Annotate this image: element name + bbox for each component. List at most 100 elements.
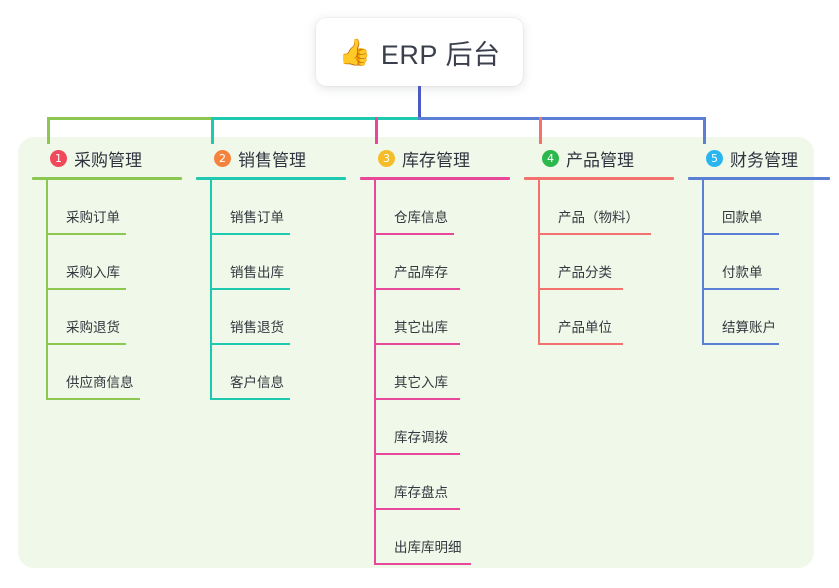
branch-title-3: 库存管理 <box>402 150 470 170</box>
leaf-underline <box>46 398 140 400</box>
diagram-panel <box>18 137 814 568</box>
root-node-card[interactable]: 👍 ERP 后台 <box>316 18 523 86</box>
leaf-item[interactable]: 库存调拨 <box>360 400 510 455</box>
branch-drop-3 <box>375 117 378 144</box>
leaf-underline <box>374 343 460 345</box>
branch-column-2: 2 销售管理销售订单销售出库销售退货客户信息 <box>196 145 346 400</box>
branch-badge-3: 3 <box>378 149 395 167</box>
leaf-underline <box>374 398 460 400</box>
branch-header-2[interactable]: 2 销售管理 <box>196 145 346 171</box>
branch-header-3[interactable]: 3 库存管理 <box>360 145 510 171</box>
leaf-label: 供应商信息 <box>66 375 134 390</box>
branch-badge-2: 2 <box>214 149 231 167</box>
leaf-item[interactable]: 仓库信息 <box>360 180 510 235</box>
leaf-label: 其它入库 <box>394 375 448 390</box>
branch-items-4: 产品（物料） 产品分类产品单位 <box>524 180 674 345</box>
leaf-label: 结算账户 <box>722 320 776 335</box>
branch-drop-4 <box>539 117 542 144</box>
leaf-underline <box>210 233 290 235</box>
leaf-item[interactable]: 销售退货 <box>196 290 346 345</box>
leaf-item[interactable]: 采购订单 <box>32 180 182 235</box>
leaf-item[interactable]: 客户信息 <box>196 345 346 400</box>
leaf-item[interactable]: 供应商信息 <box>32 345 182 400</box>
leaf-underline <box>702 233 779 235</box>
branch-badge-4: 4 <box>542 149 559 167</box>
leaf-item[interactable]: 产品分类 <box>524 235 674 290</box>
branch-drop-1 <box>47 117 50 144</box>
leaf-item[interactable]: 采购入库 <box>32 235 182 290</box>
branch-badge-5: 5 <box>706 149 723 167</box>
branch-spine-3 <box>374 180 376 565</box>
branch-spine-1 <box>46 180 48 400</box>
branch-underline-2 <box>196 177 346 180</box>
leaf-label: 采购退货 <box>66 320 120 335</box>
leaf-item[interactable]: 产品单位 <box>524 290 674 345</box>
leaf-label: 出库库明细 <box>394 540 462 555</box>
leaf-label: 销售出库 <box>230 265 284 280</box>
branch-title-4: 产品管理 <box>566 150 634 170</box>
branch-header-5[interactable]: 5 财务管理 <box>688 145 830 171</box>
leaf-underline <box>46 343 126 345</box>
leaf-label: 销售退货 <box>230 320 284 335</box>
leaf-label: 采购入库 <box>66 265 120 280</box>
leaf-item[interactable]: 产品（物料） <box>524 180 674 235</box>
leaf-label: 库存调拨 <box>394 430 448 445</box>
leaf-underline <box>210 343 290 345</box>
leaf-item[interactable]: 其它出库 <box>360 290 510 345</box>
leaf-underline <box>210 398 290 400</box>
root-node-title: ERP 后台 <box>380 39 501 70</box>
leaf-label: 客户信息 <box>230 375 284 390</box>
branch-items-5: 回款单付款单结算账户 <box>688 180 830 345</box>
branch-column-3: 3 库存管理仓库信息产品库存其它出库其它入库库存调拨库存盘点出库库明细 <box>360 145 510 565</box>
leaf-underline <box>538 288 623 290</box>
leaf-label: 其它出库 <box>394 320 448 335</box>
leaf-label: 产品分类 <box>558 265 612 280</box>
branch-items-2: 销售订单销售出库销售退货客户信息 <box>196 180 346 400</box>
leaf-item[interactable]: 付款单 <box>688 235 830 290</box>
leaf-label: 回款单 <box>722 210 763 225</box>
leaf-underline <box>538 343 623 345</box>
branch-column-1: 1 采购管理采购订单采购入库采购退货供应商信息 <box>32 145 182 400</box>
leaf-label: 产品单位 <box>558 320 612 335</box>
leaf-item[interactable]: 出库库明细 <box>360 510 510 565</box>
branch-header-4[interactable]: 4 产品管理 <box>524 145 674 171</box>
leaf-item[interactable]: 销售出库 <box>196 235 346 290</box>
thumbs-up-icon: 👍 <box>338 37 371 67</box>
leaf-underline <box>374 563 471 565</box>
leaf-item[interactable]: 回款单 <box>688 180 830 235</box>
hbar-segment-3 <box>418 117 706 120</box>
leaf-underline <box>210 288 290 290</box>
leaf-label: 产品库存 <box>394 265 448 280</box>
leaf-item[interactable]: 其它入库 <box>360 345 510 400</box>
leaf-label: 采购订单 <box>66 210 120 225</box>
leaf-label: 产品（物料） <box>558 210 639 225</box>
branch-title-2: 销售管理 <box>238 150 306 170</box>
leaf-label: 付款单 <box>722 265 763 280</box>
root-trunk-line <box>418 86 421 120</box>
leaf-label: 库存盘点 <box>394 485 448 500</box>
leaf-item[interactable]: 采购退货 <box>32 290 182 345</box>
leaf-underline <box>374 508 460 510</box>
leaf-item[interactable]: 库存盘点 <box>360 455 510 510</box>
leaf-underline <box>702 343 779 345</box>
branch-underline-1 <box>32 177 182 180</box>
leaf-item[interactable]: 产品库存 <box>360 235 510 290</box>
branch-title-5: 财务管理 <box>730 150 798 170</box>
leaf-underline <box>46 288 126 290</box>
leaf-label: 仓库信息 <box>394 210 448 225</box>
leaf-underline <box>374 453 460 455</box>
leaf-label: 销售订单 <box>230 210 284 225</box>
leaf-underline <box>702 288 779 290</box>
branch-underline-4 <box>524 177 674 180</box>
branch-header-1[interactable]: 1 采购管理 <box>32 145 182 171</box>
branch-spine-4 <box>538 180 540 345</box>
leaf-underline <box>538 233 651 235</box>
leaf-item[interactable]: 销售订单 <box>196 180 346 235</box>
branch-drop-5 <box>703 117 706 144</box>
branch-title-1: 采购管理 <box>74 150 142 170</box>
leaf-item[interactable]: 结算账户 <box>688 290 830 345</box>
branch-column-5: 5 财务管理回款单付款单结算账户 <box>688 145 830 345</box>
branch-badge-1: 1 <box>50 149 67 167</box>
hbar-segment-2 <box>211 117 418 120</box>
